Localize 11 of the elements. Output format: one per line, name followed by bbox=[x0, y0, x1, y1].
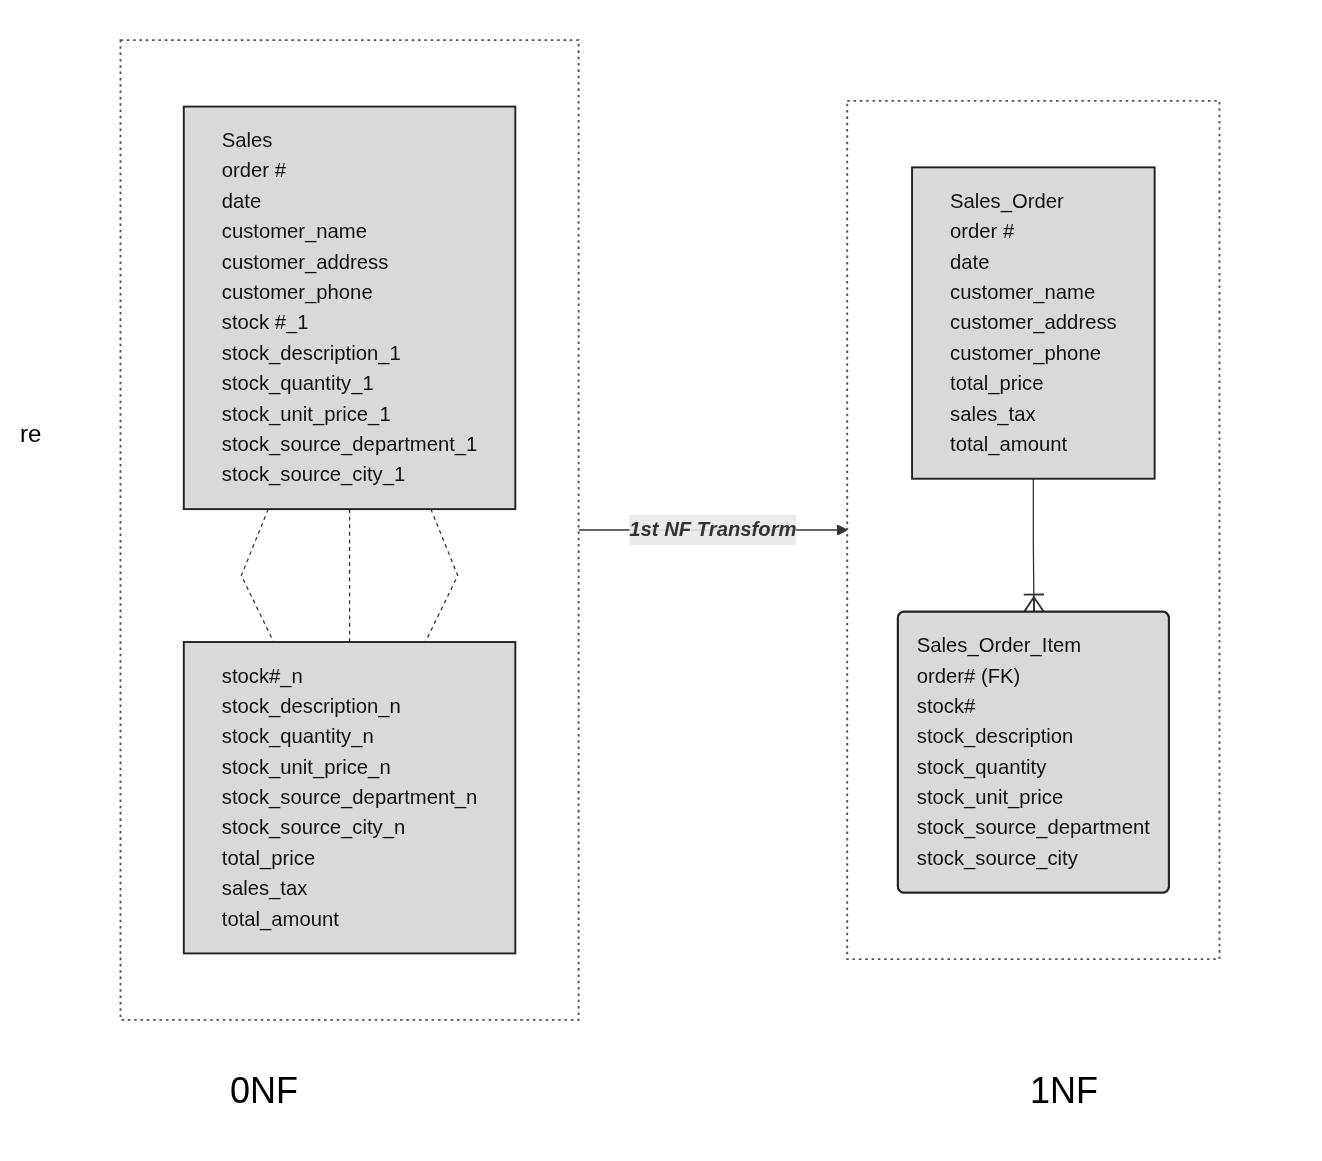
node-box: Sales_Order order # date customer_name customer_address customer_phone total_price sales_tax total_amount bbox=[911, 166, 1156, 480]
cluster bbox=[846, 99, 1221, 961]
node-box: stock#_n stock_description_n stock_quantity_n stock_unit_price_n stock_source_department_n stock_source_city_n total_price sales_tax total_amount bbox=[182, 641, 517, 955]
connector bbox=[424, 508, 459, 643]
connector bbox=[240, 508, 275, 643]
stage-label: 1NF bbox=[1030, 1070, 1098, 1111]
cluster bbox=[119, 39, 580, 1021]
cropped-text: re bbox=[20, 420, 42, 447]
node-box: Sales order # date customer_name customer_address customer_phone stock #_1 stock_description_1 stock_quantity_1 stock_unit_price_1 stock_source_department_1 stock_source_city_1 bbox=[182, 105, 517, 511]
edge-label: 1st NF Transform bbox=[629, 518, 797, 541]
stage-label: 0NF bbox=[230, 1070, 298, 1111]
